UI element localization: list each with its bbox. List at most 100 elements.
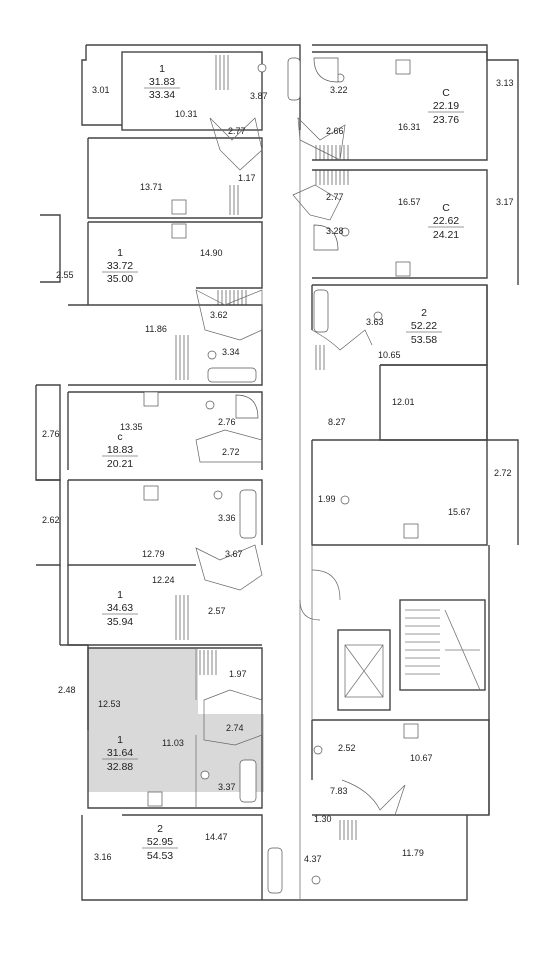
room-labels: 3.01 10.31 3.87 2.77 3.22 2.66 16.31 3.1… [42, 78, 514, 864]
bathtub-icon [313, 289, 329, 333]
apartment-total: 20.21 [107, 458, 133, 470]
toilet-icon [340, 227, 350, 237]
apartment-type: c [117, 431, 122, 443]
building-core [299, 569, 486, 711]
apartment-labels: 1 31.83 33.34 C 22.19 23.76 C 22.62 24.2… [102, 63, 464, 862]
stove-icon [143, 485, 159, 501]
apartment-type: 1 [159, 63, 165, 75]
room-area-label: 2.52 [338, 743, 356, 753]
room-area-label: 3.34 [222, 347, 240, 357]
room-area-label: 2.55 [56, 270, 74, 280]
apartment-label: 2 52.95 54.53 [142, 823, 178, 862]
room-area-label: 12.79 [142, 549, 165, 559]
apartment-total: 33.34 [149, 89, 175, 101]
room-area-label: 2.76 [218, 417, 236, 427]
apartment-label: 1 31.83 33.34 [144, 63, 180, 101]
apartment-label: 2 52.22 53.58 [406, 307, 442, 346]
room-area-label: 10.65 [378, 350, 401, 360]
apartment-label: 1 31.64 32.88 [102, 734, 138, 773]
room-area-label: 14.47 [205, 832, 228, 842]
apartment-type: C [442, 202, 450, 214]
room-area-label: 11.03 [162, 738, 184, 748]
room-area-label: 13.71 [140, 182, 163, 192]
toilet-icon [311, 875, 321, 885]
room-area-label: 3.01 [92, 85, 110, 95]
highlighted-apartment [88, 714, 264, 792]
toilet-icon [257, 63, 267, 73]
apartment-area: 33.72 [107, 260, 133, 272]
room-area-label: 7.83 [330, 786, 348, 796]
left-walls [67, 51, 263, 900]
room-area-label: 1.30 [314, 814, 332, 824]
room-area-label: 3.16 [94, 852, 112, 862]
room-area-label: 8.27 [328, 417, 346, 427]
room-area-label: 12.24 [152, 575, 175, 585]
room-area-label: 2.66 [326, 126, 344, 136]
room-area-label: 3.67 [225, 549, 243, 559]
apartment-total: 23.76 [433, 114, 459, 126]
apartment-label: 1 33.72 35.00 [102, 247, 138, 285]
room-area-label: 3.63 [366, 317, 384, 327]
room-area-label: 3.17 [496, 197, 514, 207]
stair-treads [405, 609, 481, 691]
room-area-label: 2.76 [42, 429, 60, 439]
apartment-total: 53.58 [411, 334, 437, 346]
apartment-area: 22.19 [433, 100, 459, 112]
room-area-label: 16.57 [398, 197, 421, 207]
stove-icon [147, 791, 163, 807]
room-area-label: 1.17 [238, 173, 256, 183]
bathtub-icon [287, 57, 301, 101]
room-area-label: 1.99 [318, 494, 336, 504]
room-area-label: 2.48 [58, 685, 76, 695]
room-area-label: 14.90 [200, 248, 223, 258]
room-area-label: 13.35 [120, 422, 143, 432]
apartment-total: 32.88 [107, 761, 133, 773]
shower-icon [313, 57, 339, 83]
door-swings [195, 117, 406, 816]
apartment-total: 54.53 [147, 850, 173, 862]
apartment-total: 35.94 [107, 616, 133, 628]
apartment-label: C 22.19 23.76 [428, 87, 464, 126]
room-area-label: 3.13 [496, 78, 514, 88]
stove-icon [403, 523, 419, 539]
apartment-type: 1 [117, 734, 123, 746]
apartment-area: 52.95 [147, 836, 173, 848]
apartment-area: 31.83 [149, 76, 175, 88]
fixtures [143, 57, 419, 894]
room-area-label: 3.87 [250, 91, 268, 101]
room-area-label: 12.53 [98, 699, 121, 709]
shower-icon [313, 224, 339, 251]
room-area-label: 2.57 [208, 606, 226, 616]
room-area-label: 3.22 [330, 85, 348, 95]
right-walls [299, 51, 490, 900]
apartment-area: 18.83 [107, 444, 133, 456]
room-area-label: 2.72 [222, 447, 240, 457]
room-area-label: 12.01 [392, 397, 415, 407]
shower-icon [235, 394, 259, 419]
room-area-label: 11.86 [145, 324, 167, 334]
room-area-label: 2.74 [226, 723, 244, 733]
stove-icon [143, 391, 159, 407]
apartment-type: 2 [421, 307, 427, 319]
highlighted-apartment [88, 648, 198, 714]
bathtub-icon [239, 759, 257, 803]
bathtub-icon [207, 367, 257, 383]
apartment-label: c 18.83 20.21 [102, 431, 138, 470]
room-area-label: 10.67 [410, 753, 433, 763]
stove-icon [171, 199, 187, 215]
bathtub-icon [267, 847, 283, 894]
apartment-area: 34.63 [107, 602, 133, 614]
toilet-icon [340, 495, 350, 505]
room-area-label: 3.28 [326, 226, 344, 236]
apartment-area: 22.62 [433, 215, 459, 227]
room-area-label: 1.97 [229, 669, 247, 679]
apartment-area: 31.64 [107, 747, 133, 759]
toilet-icon [313, 745, 323, 755]
apartment-label: 1 34.63 35.94 [102, 589, 138, 628]
apartment-area: 52.22 [411, 320, 437, 332]
room-area-label: 2.72 [494, 468, 512, 478]
apartment-type: 1 [117, 247, 123, 259]
toilet-icon [200, 770, 210, 780]
toilet-icon [373, 311, 383, 321]
